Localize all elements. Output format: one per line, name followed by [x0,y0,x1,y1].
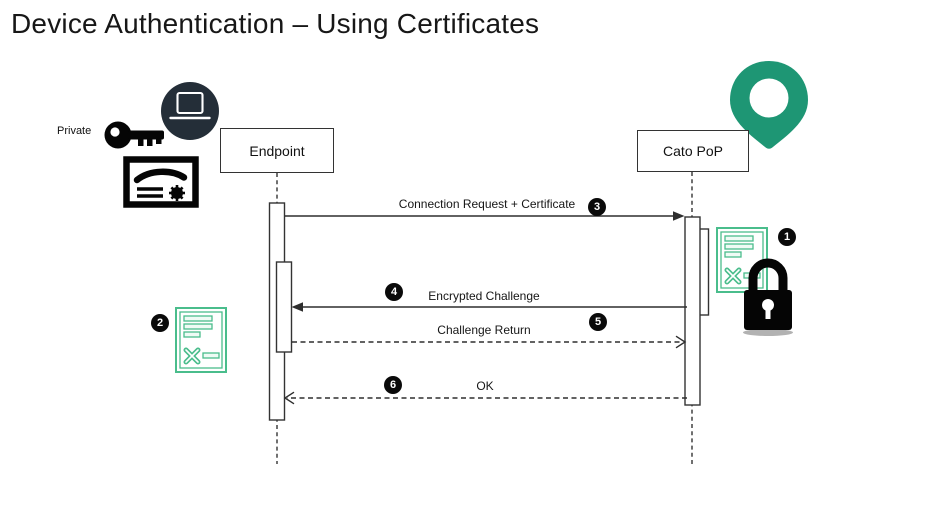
actor-label-endpoint: Endpoint [249,142,305,159]
step-badge-5: 5 [589,313,607,331]
seal-star [169,185,185,201]
step-badge-1: 1 [778,228,796,246]
arrowhead-encrypted-challenge [291,302,303,312]
location-pin-icon [730,61,808,149]
padlock-icon [743,258,793,336]
arrowhead-challenge-return [675,335,687,349]
actor-box-cato-pop: Cato PoP [637,130,749,172]
actor-box-endpoint: Endpoint [220,128,334,173]
certificate-icon-pop [716,227,768,293]
step-badge-2: 2 [151,314,169,332]
x-mark [183,347,201,365]
certificate-icon-endpoint [175,307,227,373]
message-label-ok: OK [476,379,494,393]
message-label-challenge-return: Challenge Return [437,323,531,337]
step-badge-4: 4 [385,283,403,301]
step-badge-6: 6 [384,376,402,394]
message-label-encrypted-challenge: Encrypted Challenge [428,289,540,303]
activation-bar-pop-main [684,216,701,406]
activation-bar-endpoint-inner [275,261,293,353]
key-icon [104,121,164,149]
arrowhead-ok [283,391,295,405]
step-badge-3: 3 [588,198,606,216]
private-key-label: Private [57,125,92,137]
arrowhead-connection-request [673,211,685,221]
laptop-icon [161,82,219,140]
x-mark [724,267,742,285]
message-label-connection-request: Connection Request + Certificate [398,197,576,211]
actor-label-cato-pop: Cato PoP [663,143,723,159]
page-title: Device Authentication – Using Certificat… [11,8,540,39]
certificate-seal-icon [123,156,199,208]
